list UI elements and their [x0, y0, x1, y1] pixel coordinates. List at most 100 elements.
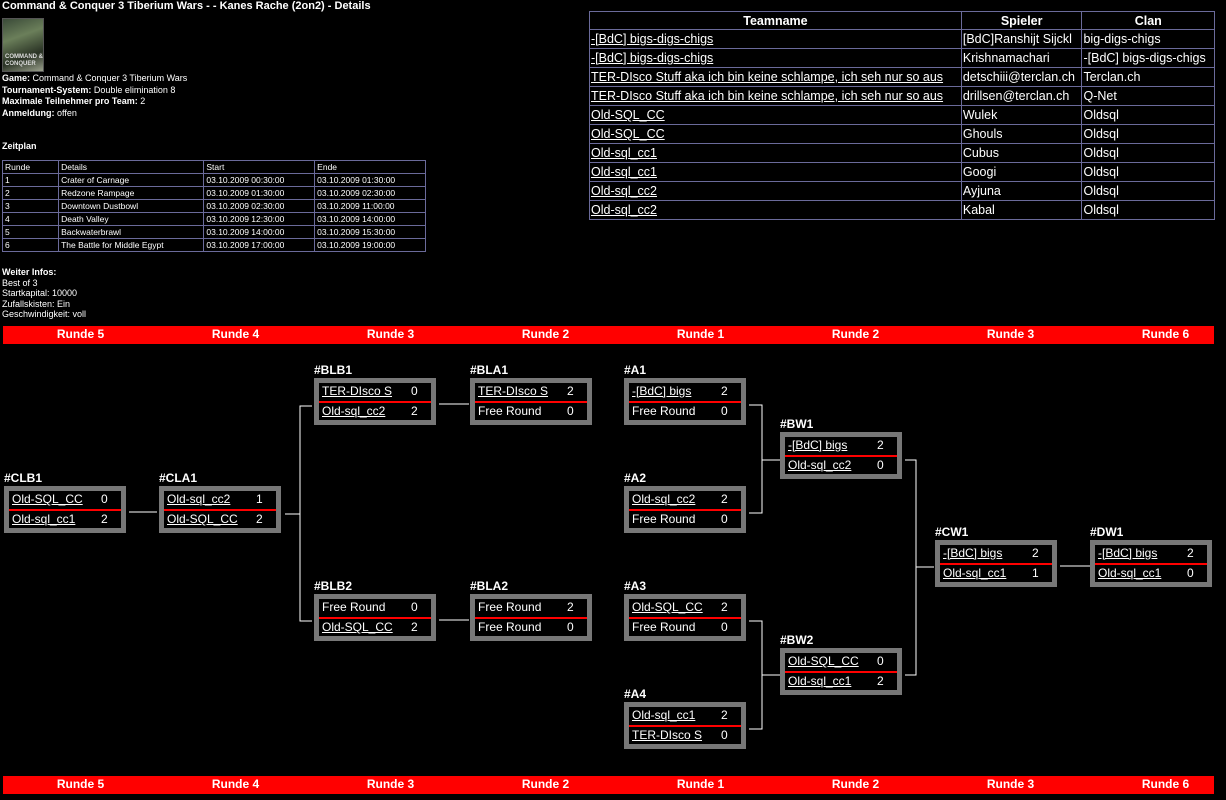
match-score: 2 [411, 620, 418, 634]
team-link[interactable]: TER-DIsco Stuff aka ich bin keine schlam… [591, 70, 944, 84]
team-name-cell: TER-DIsco Stuff aka ich bin keine schlam… [589, 67, 962, 87]
further-info-heading: Weiter Infos: [2, 267, 57, 277]
team-link[interactable]: -[BdC] bigs-digs-chigs [591, 51, 714, 65]
match-slot: Old-sql_cc2 0 [785, 457, 897, 475]
team-link[interactable]: TER-DIsco S [632, 728, 703, 742]
team-link[interactable]: Old-sql_cc1 [943, 566, 1007, 580]
player-cell: Wulek [960, 105, 1083, 125]
team-link[interactable]: -[BdC] bigs [632, 384, 692, 398]
team-name: Free Round [478, 404, 542, 418]
match-score: 1 [1032, 566, 1039, 580]
team-link[interactable]: Old-SQL_CC [632, 600, 703, 614]
match-score: 0 [1187, 566, 1194, 580]
team-link[interactable]: Old-sql_cc2 [591, 184, 657, 198]
team-link[interactable]: -[BdC] bigs [943, 546, 1003, 560]
team-link[interactable]: Old-sql_cc1 [591, 165, 657, 179]
match-id-label: #BW2 [780, 633, 814, 647]
team-link[interactable]: Old-sql_cc2 [591, 203, 657, 217]
team-name: Free Round [632, 512, 696, 526]
match-id-label: #CW1 [935, 525, 969, 539]
team-link[interactable]: Old-sql_cc2 [322, 404, 386, 418]
team-link[interactable]: Old-SQL_CC [12, 492, 83, 506]
team-link[interactable]: Old-SQL_CC [591, 108, 665, 122]
match-score: 0 [721, 512, 728, 526]
team-link[interactable]: -[BdC] bigs [1098, 546, 1158, 560]
schedule-cell: 03.10.2009 19:00:00 [314, 238, 426, 252]
match-score: 0 [411, 600, 418, 614]
match-slot: Old-SQL_CC 2 [319, 619, 431, 637]
team-link[interactable]: Old-sql_cc1 [1098, 566, 1162, 580]
team-link[interactable]: Old-sql_cc1 [632, 708, 696, 722]
match-score: 0 [101, 492, 108, 506]
further-info-line: Zufallskisten: Ein [2, 298, 71, 309]
clan-cell: Terclan.ch [1081, 67, 1215, 87]
match-score: 0 [721, 404, 728, 418]
team-link[interactable]: -[BdC] bigs [788, 438, 848, 452]
match-id-label: #BLA1 [470, 363, 509, 377]
team-link[interactable]: Old-sql_cc2 [632, 492, 696, 506]
round-label: Runde 2 [831, 327, 880, 341]
round-label: Runde 5 [56, 327, 105, 341]
match-id-label: #BLB1 [314, 363, 353, 377]
team-link[interactable]: TER-DIsco S [322, 384, 393, 398]
round-label: Runde 4 [211, 327, 260, 341]
logo-text: COMMAND & CONQUER [5, 54, 43, 67]
match-score: 2 [411, 404, 418, 418]
team-link[interactable]: Old-sql_cc2 [788, 458, 852, 472]
team-link[interactable]: Old-sql_cc1 [788, 674, 852, 688]
team-link[interactable]: Old-sql_cc1 [12, 512, 76, 526]
info-game: Game: Command & Conquer 3 Tiberium Wars [2, 73, 188, 83]
match-id-label: #BLA2 [470, 579, 509, 593]
match-slot: Old-sql_cc1 1 [940, 565, 1052, 583]
player-cell: Googi [960, 162, 1083, 182]
team-link[interactable]: Old-SQL_CC [788, 654, 859, 668]
match-slot: Free Round 0 [475, 403, 587, 421]
team-link[interactable]: Old-sql_cc2 [167, 492, 231, 506]
team-link[interactable]: Old-SQL_CC [167, 512, 238, 526]
schedule-cell: 6 [1, 238, 60, 252]
match-score: 0 [877, 458, 884, 472]
team-link[interactable]: Old-SQL_CC [591, 127, 665, 141]
team-row: TER-DIsco Stuff aka ich bin keine schlam… [589, 86, 1215, 106]
team-link[interactable]: TER-DIsco S [478, 384, 549, 398]
round-label: Runde 3 [366, 777, 415, 791]
info-max-players: Maximale Teilnehmer pro Team: 2 [2, 96, 146, 106]
team-link[interactable]: Old-sql_cc1 [591, 146, 657, 160]
match-id-label: #CLB1 [4, 471, 43, 485]
game-info: Game: Command & Conquer 3 Tiberium Wars … [2, 73, 187, 119]
match-score: 2 [721, 708, 728, 722]
match-slot: Old-sql_cc1 2 [629, 707, 741, 727]
player-cell: Cubus [960, 143, 1083, 163]
match-id-label: #A1 [624, 363, 647, 377]
team-link[interactable]: -[BdC] bigs-digs-chigs [591, 32, 714, 46]
player-cell: Ayjuna [960, 181, 1083, 201]
match-id-label: #BLB2 [314, 579, 353, 593]
match-slot: Old-SQL_CC 0 [9, 491, 121, 511]
match-score: 0 [567, 404, 574, 418]
team-name-cell: -[BdC] bigs-digs-chigs [589, 29, 962, 49]
team-link[interactable]: Old-SQL_CC [322, 620, 393, 634]
match-score: 2 [101, 512, 108, 526]
match-score: 2 [1187, 546, 1194, 560]
team-link[interactable]: TER-DIsco Stuff aka ich bin keine schlam… [591, 89, 944, 103]
